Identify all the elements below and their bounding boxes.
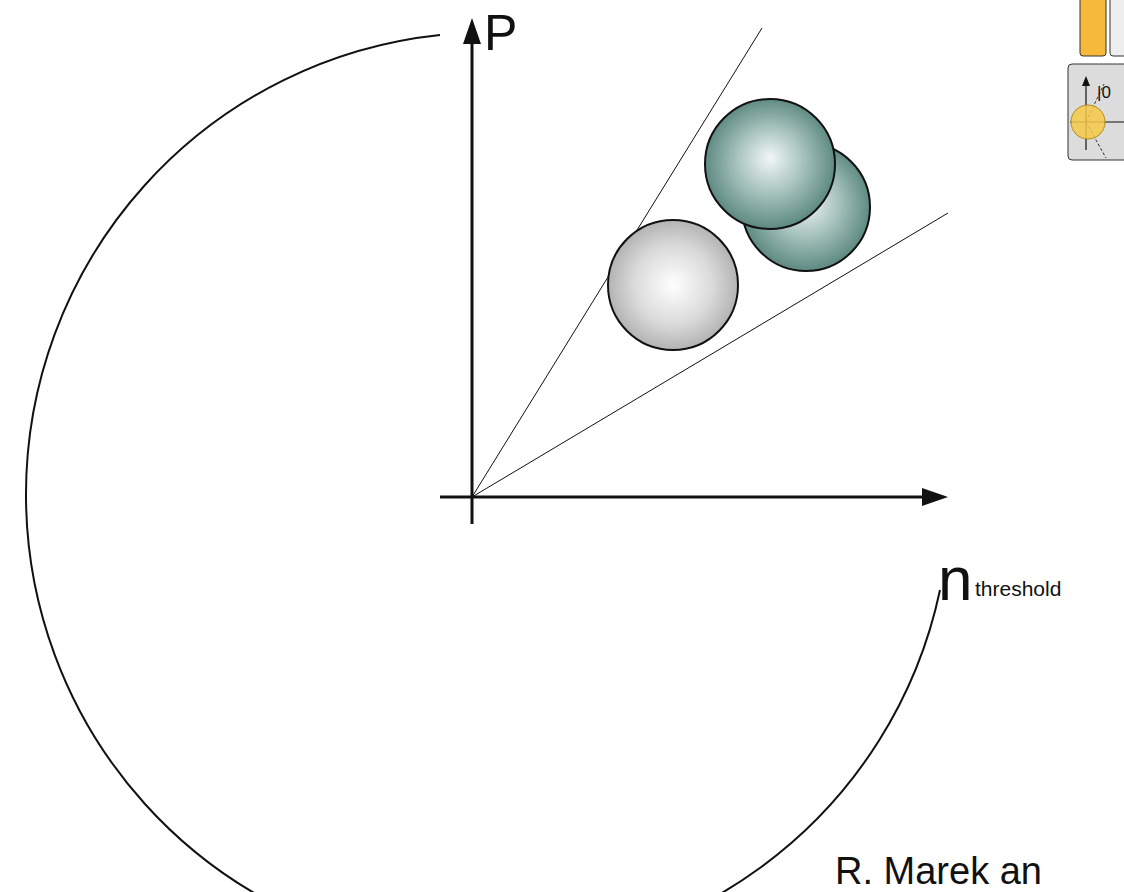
axis-label: P [484,8,517,58]
axis [440,496,930,499]
inset-box [1080,0,1106,56]
inset-label: |0 [1097,84,1111,101]
threshold-arc [26,35,940,892]
axis-label: n [938,548,972,610]
wedge-line [472,28,762,497]
axis [471,30,474,524]
sphere [705,99,835,229]
arrow-head [922,488,948,506]
inset-circle [1071,105,1105,139]
arrow-head [1082,76,1090,86]
inset-box [1110,0,1124,56]
sphere [608,220,738,350]
author-credit: R. Marek an [835,852,1042,890]
arrow-head [463,18,481,44]
inset-panel [1068,64,1124,160]
wedge-line [472,213,948,497]
axis-subscript: threshold [975,578,1061,599]
